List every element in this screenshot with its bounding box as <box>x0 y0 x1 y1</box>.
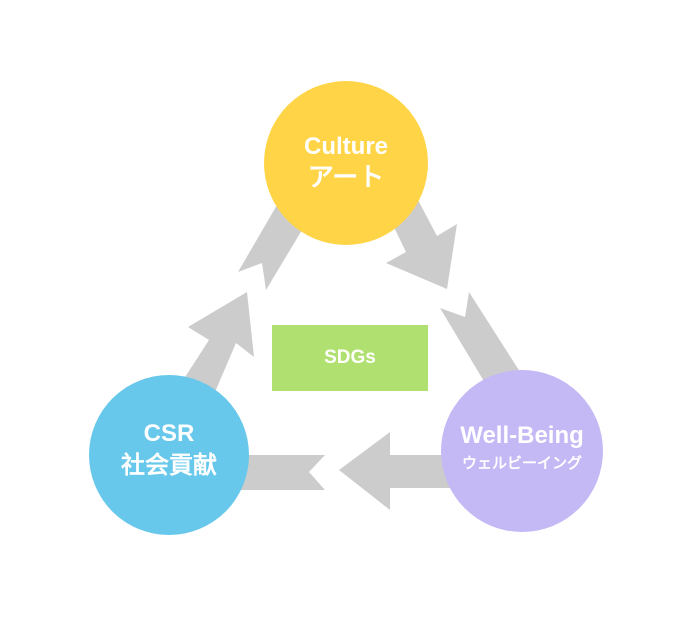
arrow-wellbeing-to-csr-tail <box>240 455 325 490</box>
arrow-culture-to-wellbeing-head <box>386 200 457 289</box>
csr-subtitle: 社会貢献 <box>121 450 217 479</box>
sdgs-label: SDGs <box>324 347 376 368</box>
arrow-csr-to-culture-tail <box>238 205 305 290</box>
arrow-csr-to-culture-head <box>178 292 254 399</box>
wellbeing-node-label: Well-Being ウェルビーイング <box>440 422 604 472</box>
csr-title: CSR <box>143 420 195 447</box>
wellbeing-node <box>441 370 603 532</box>
csr-node <box>89 375 249 535</box>
wellbeing-title: Well-Being <box>460 422 584 449</box>
culture-node <box>264 81 428 245</box>
csr-node-label: CSR 社会貢献 <box>89 420 249 480</box>
arrow-wellbeing-to-csr-head <box>339 432 450 510</box>
culture-node-label: Culture アート <box>264 133 428 194</box>
sdgs-box <box>272 325 428 391</box>
culture-title: Culture <box>304 133 388 160</box>
culture-subtitle: アート <box>307 162 385 193</box>
wellbeing-subtitle: ウェルビーイング <box>461 453 582 472</box>
arrow-culture-to-wellbeing-tail <box>440 292 522 388</box>
